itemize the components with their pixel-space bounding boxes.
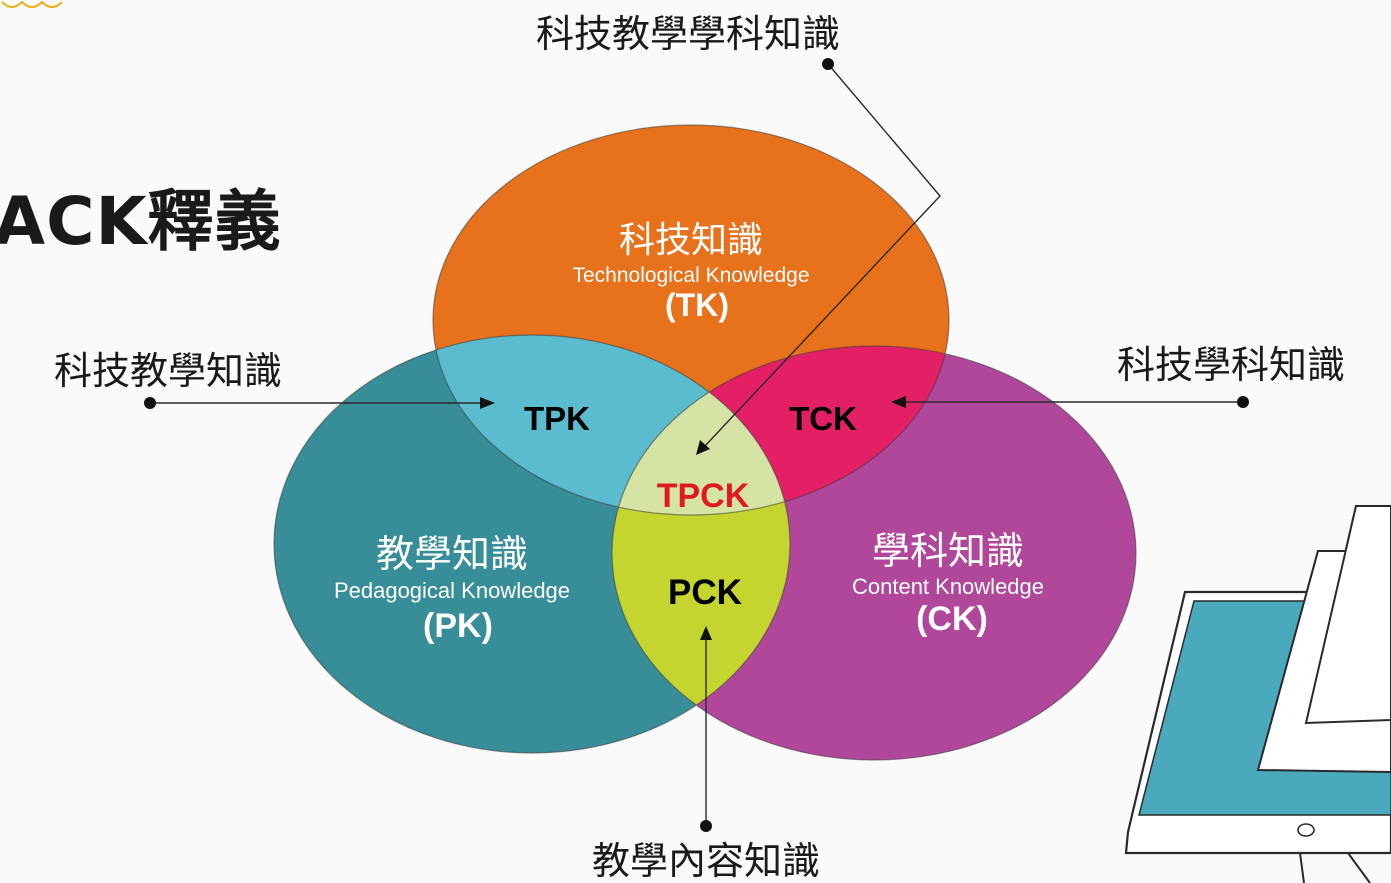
- tpck-arrow-icon: [696, 440, 710, 455]
- callout-lines: [150, 63, 1243, 826]
- tpk-label: TPK: [524, 400, 590, 437]
- pck-callout-dot: [700, 820, 712, 832]
- pck-callout-text: 教學內容知識: [592, 839, 820, 883]
- ck-label-abbr: (CK): [916, 600, 988, 638]
- tpk-arrow-icon: [480, 397, 495, 409]
- ck-label-zh: 學科知識: [872, 529, 1024, 573]
- venn-diagram: 科技知識 Technological Knowledge (TK) 教學知識 P…: [273, 124, 1137, 761]
- tpck-callout-dot: [822, 58, 834, 70]
- tpk-callout-dot: [144, 397, 156, 409]
- tk-label-en: Technological Knowledge: [573, 264, 810, 287]
- tck-callout-text: 科技學科知識: [1117, 343, 1345, 387]
- tpk-region: [433, 335, 790, 515]
- pk-label-abbr: (PK): [423, 607, 493, 645]
- tpk-callout-text: 科技教學知識: [54, 349, 282, 393]
- logo-icon: [1, 0, 63, 8]
- tck-arrow-icon: [891, 396, 906, 408]
- tck-label: TCK: [789, 400, 857, 437]
- slide-title: ACK釋義: [0, 183, 282, 260]
- pck-label: PCK: [668, 573, 742, 612]
- ck-label-en: Content Knowledge: [852, 574, 1044, 599]
- pk-label-en: Pedagogical Knowledge: [334, 578, 570, 603]
- tpck-callout-text: 科技教學學科知識: [536, 12, 840, 56]
- tk-label-zh: 科技知識: [619, 220, 763, 261]
- tck-callout-dot: [1237, 396, 1249, 408]
- tck-region: [612, 346, 949, 515]
- tablet-icon: [1124, 505, 1391, 883]
- tpck-label: TPCK: [657, 477, 750, 515]
- callout-arrows: [480, 396, 906, 640]
- pck-arrow-icon: [700, 626, 712, 640]
- tk-label-abbr: (TK): [665, 287, 729, 323]
- pk-label-zh: 教學知識: [376, 532, 528, 576]
- callout-dots: [144, 58, 1249, 832]
